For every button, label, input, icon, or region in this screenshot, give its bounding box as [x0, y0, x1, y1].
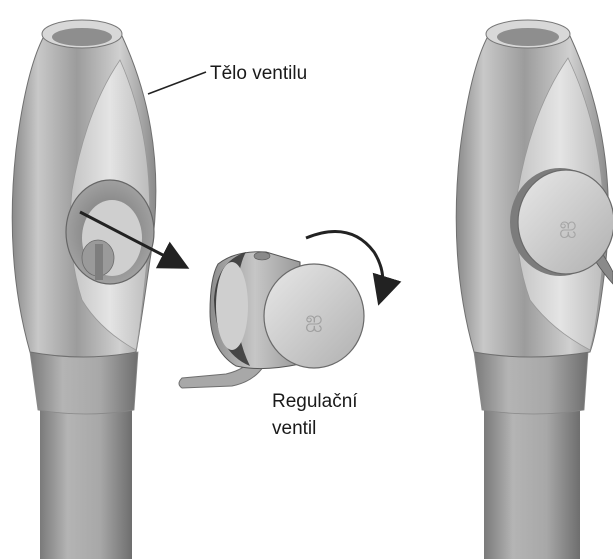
control-valve-label-line2: ventil [272, 417, 316, 441]
valve-body-label: Tělo ventilu [210, 62, 307, 86]
svg-text:ஐ: ஐ [305, 307, 323, 332]
right-valve-assembled: ஐ [456, 20, 613, 559]
svg-text:ஐ: ஐ [559, 213, 577, 238]
left-valve-body [12, 20, 156, 559]
control-valve: ஐ [179, 252, 364, 388]
control-valve-label-line1: Regulační [272, 390, 358, 414]
valve-body-leader [148, 72, 206, 94]
